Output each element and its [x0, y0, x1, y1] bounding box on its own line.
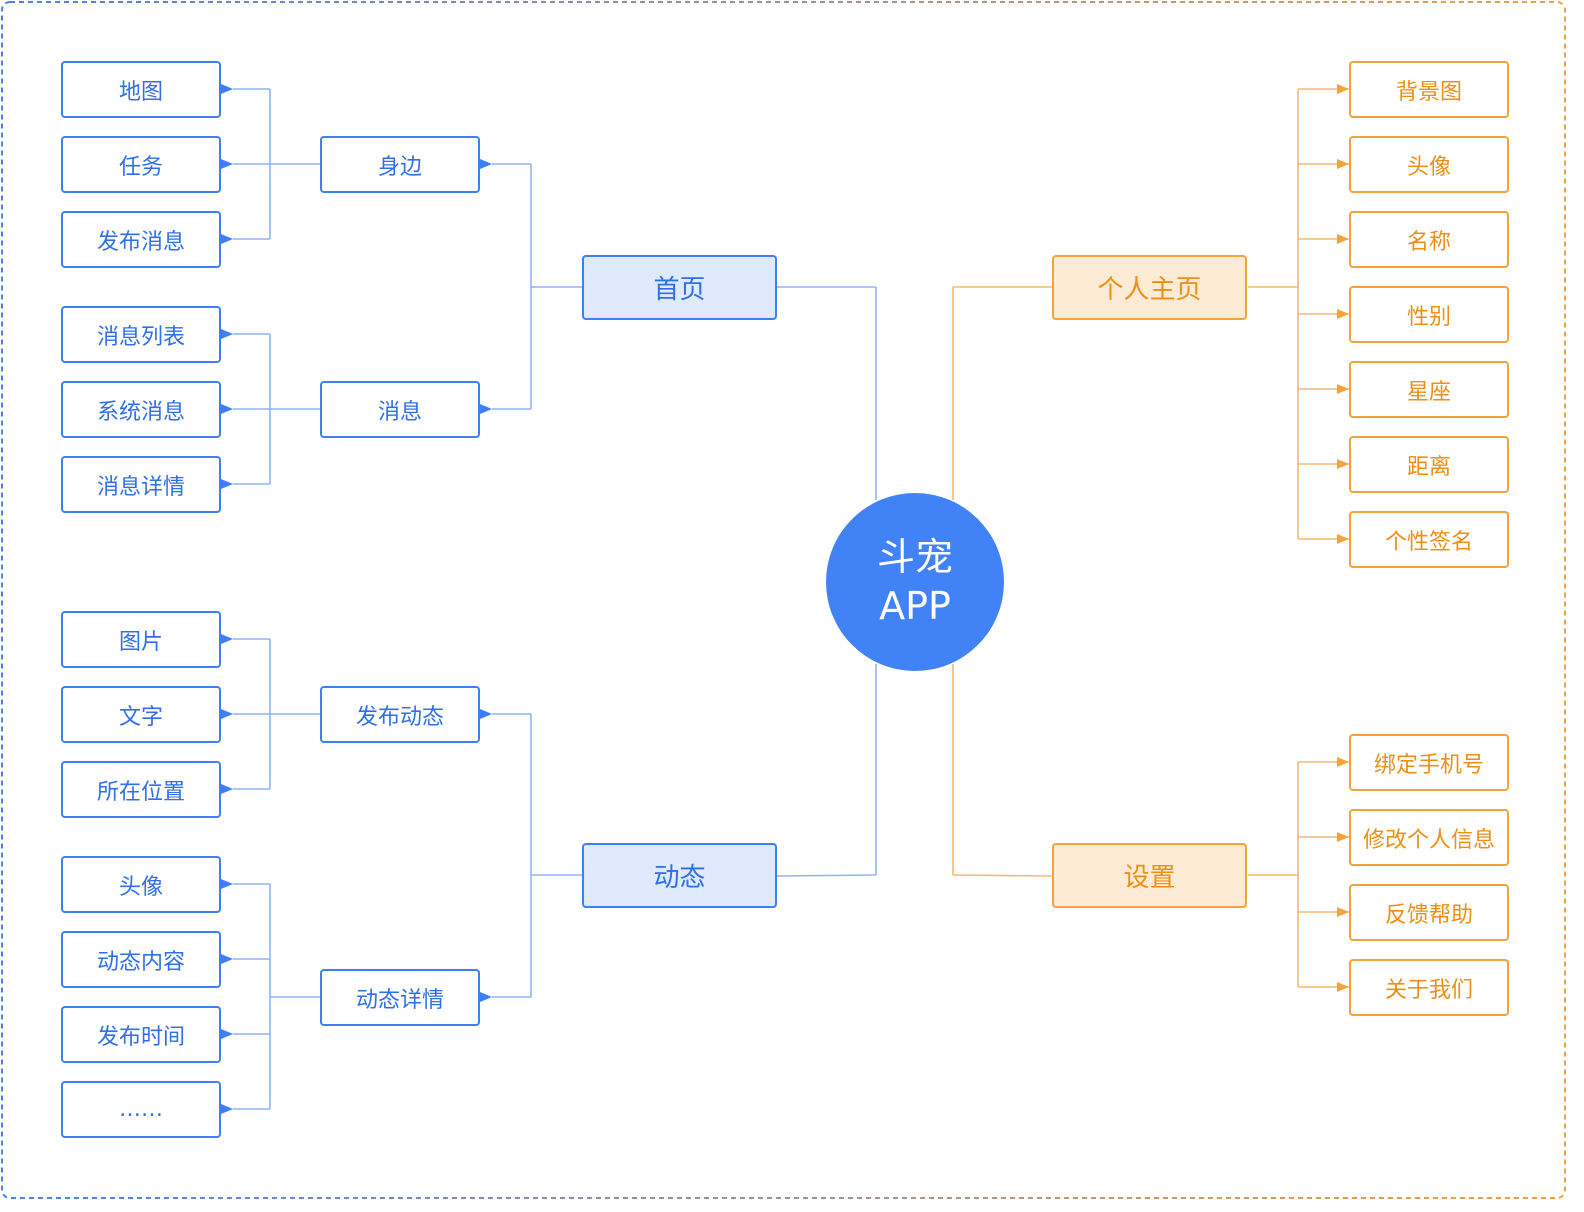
node-messages: 消息 — [320, 381, 480, 438]
connector-line — [952, 874, 1053, 877]
leaf-post-message: 发布消息 — [61, 211, 221, 268]
leaf-zodiac: 星座 — [1349, 361, 1509, 418]
node-feed: 动态 — [582, 843, 777, 908]
leaf-bind-phone: 绑定手机号 — [1349, 734, 1509, 791]
leaf-edit-profile: 修改个人信息 — [1349, 809, 1509, 866]
connector-line — [776, 874, 877, 877]
leaf-about-us: 关于我们 — [1349, 959, 1509, 1016]
node-home: 首页 — [582, 255, 777, 320]
leaf-name: 名称 — [1349, 211, 1509, 268]
node-profile: 个人主页 — [1052, 255, 1247, 320]
leaf-tasks: 任务 — [61, 136, 221, 193]
leaf-feed-content: 动态内容 — [61, 931, 221, 988]
leaf-images: 图片 — [61, 611, 221, 668]
center-subtitle: APP — [879, 584, 951, 628]
leaf-post-time: 发布时间 — [61, 1006, 221, 1063]
center-node: 斗宠 APP — [826, 493, 1004, 671]
dashed-frame — [1, 1, 1566, 1199]
leaf-avatar-feed: 头像 — [61, 856, 221, 913]
leaf-more: …… — [61, 1081, 221, 1138]
leaf-message-list: 消息列表 — [61, 306, 221, 363]
node-publish-feed: 发布动态 — [320, 686, 480, 743]
leaf-location: 所在位置 — [61, 761, 221, 818]
leaf-background-image: 背景图 — [1349, 61, 1509, 118]
leaf-distance: 距离 — [1349, 436, 1509, 493]
leaf-avatar: 头像 — [1349, 136, 1509, 193]
node-nearby: 身边 — [320, 136, 480, 193]
leaf-text: 文字 — [61, 686, 221, 743]
node-settings: 设置 — [1052, 843, 1247, 908]
node-feed-detail: 动态详情 — [320, 969, 480, 1026]
leaf-signature: 个性签名 — [1349, 511, 1509, 568]
leaf-system-messages: 系统消息 — [61, 381, 221, 438]
leaf-map: 地图 — [61, 61, 221, 118]
leaf-gender: 性别 — [1349, 286, 1509, 343]
center-title: 斗宠 — [876, 535, 953, 580]
leaf-message-detail: 消息详情 — [61, 456, 221, 513]
leaf-feedback-help: 反馈帮助 — [1349, 884, 1509, 941]
